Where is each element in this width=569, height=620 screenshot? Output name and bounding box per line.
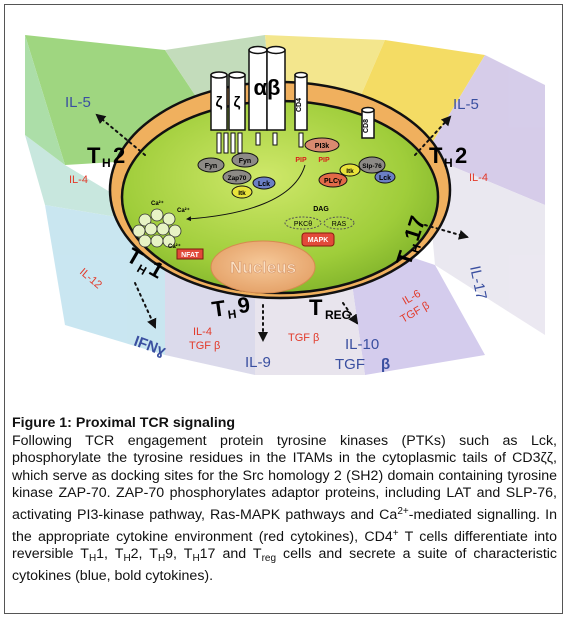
fyn-label-2: Fyn xyxy=(239,158,251,165)
treg-T: T xyxy=(309,295,323,320)
il10: IL-10 xyxy=(345,336,379,353)
zap70-label: Zap70 xyxy=(228,175,247,182)
lck-label-1: Lck xyxy=(258,181,270,188)
zeta-label-2: ζ xyxy=(234,94,241,111)
nucleus-label: Nucleus xyxy=(230,258,296,277)
beta-blue: β xyxy=(381,356,390,373)
caption-sub-4: H xyxy=(192,553,200,565)
caption-text-2: -mediated signalling. In the appropriate… xyxy=(12,506,557,545)
th17-H: H xyxy=(408,242,424,255)
ca-label-3: Ca²⁺ xyxy=(168,243,181,250)
caption-title: Figure 1: Proximal TCR signaling xyxy=(12,415,236,431)
th9-H: H xyxy=(227,307,238,322)
il4-th9: IL-4 xyxy=(193,326,212,338)
tgfb-treg: TGF β xyxy=(288,332,319,344)
th9-T: T xyxy=(210,295,227,322)
plcg-label: PLCγ xyxy=(324,178,342,185)
caption-sub-1: H xyxy=(88,553,97,565)
pip-to-calcium-arrow xyxy=(186,164,306,222)
fyn-label-1: Fyn xyxy=(205,163,217,170)
th2-left-H: H xyxy=(102,156,111,170)
tgfb-th9: TGF β xyxy=(189,340,220,352)
caption-cd4-sup: + xyxy=(392,527,399,539)
caption-text-5: 2, T xyxy=(130,546,158,563)
mapk-label: MAPK xyxy=(308,237,329,244)
cd8-label: CD8 xyxy=(363,119,370,133)
th9-num: 9 xyxy=(236,292,252,318)
itk-label-1: Itk xyxy=(238,190,246,197)
nucleus xyxy=(210,240,316,294)
caption-text-4: 1, T xyxy=(96,546,124,563)
pi3k-label: PI3k xyxy=(315,143,330,150)
kinase-cluster-left xyxy=(197,152,276,199)
tcr-signaling-diagram: Nucleus ζ ζ αβ CD4 CD8 Fyn Fyn Zap70 xyxy=(25,35,545,375)
kinase-cluster-right xyxy=(304,137,396,188)
ras-label: RAS xyxy=(332,221,347,228)
caption-text-6: 9, T xyxy=(165,546,193,563)
dag-label: DAG xyxy=(313,206,329,213)
cd4-label: CD4 xyxy=(296,98,303,112)
tcr-receptor xyxy=(210,45,375,154)
calcium-store xyxy=(132,208,182,248)
th2-left-T: T xyxy=(87,143,101,168)
th2-right-H: H xyxy=(444,156,453,170)
il4-left: IL-4 xyxy=(69,174,88,186)
caption-text-7: 17 and T xyxy=(199,546,262,563)
secretion-arrows xyxy=(95,113,469,342)
caption-sub-2: H xyxy=(123,553,131,565)
caption-sub-5: reg xyxy=(261,553,277,565)
th2-right-T: T xyxy=(429,143,443,168)
il5-left: IL-5 xyxy=(65,94,91,111)
il4-right: IL-4 xyxy=(469,172,488,184)
alpha-beta-label: αβ xyxy=(254,75,281,100)
nfat-box xyxy=(176,248,204,260)
pkc-oval xyxy=(284,216,322,230)
il17: IL-17 xyxy=(466,264,490,301)
caption-text-1: Following TCR engagement protein tyrosin… xyxy=(12,432,557,523)
ca-label-1: Ca²⁺ xyxy=(151,200,164,207)
nfat-label: NFAT xyxy=(181,252,199,259)
pkc-label: PKCθ xyxy=(294,221,312,228)
pip-left-label: PIP xyxy=(295,157,307,164)
ca-label-2: Ca²⁺ xyxy=(177,207,190,214)
zeta-label-1: ζ xyxy=(216,94,223,111)
treg-REG: REG xyxy=(325,308,351,322)
th2-left-num: 2 xyxy=(113,143,125,168)
caption-text-8: cells and secrete a suite of characteris… xyxy=(12,546,558,584)
itk-label-2: Itk xyxy=(346,168,354,175)
caption-text-3: T cells differentiate into reversible T xyxy=(12,528,557,563)
ras-oval xyxy=(323,216,355,230)
lck-label-2: Lck xyxy=(379,175,391,182)
caption-sub-3: H xyxy=(157,553,166,565)
caption-ca-sup: 2+ xyxy=(397,505,409,517)
mapk-box xyxy=(301,232,335,247)
tgf-blue: TGF xyxy=(335,356,365,373)
il9: IL-9 xyxy=(245,354,271,371)
il5-right: IL-5 xyxy=(453,96,479,113)
th2-right-num: 2 xyxy=(455,143,467,168)
figure-caption: Figure 1: Proximal TCR signaling Followi… xyxy=(12,415,557,585)
pip-right-label: PIP xyxy=(318,157,330,164)
slp76-label: Slp-76 xyxy=(362,163,382,170)
